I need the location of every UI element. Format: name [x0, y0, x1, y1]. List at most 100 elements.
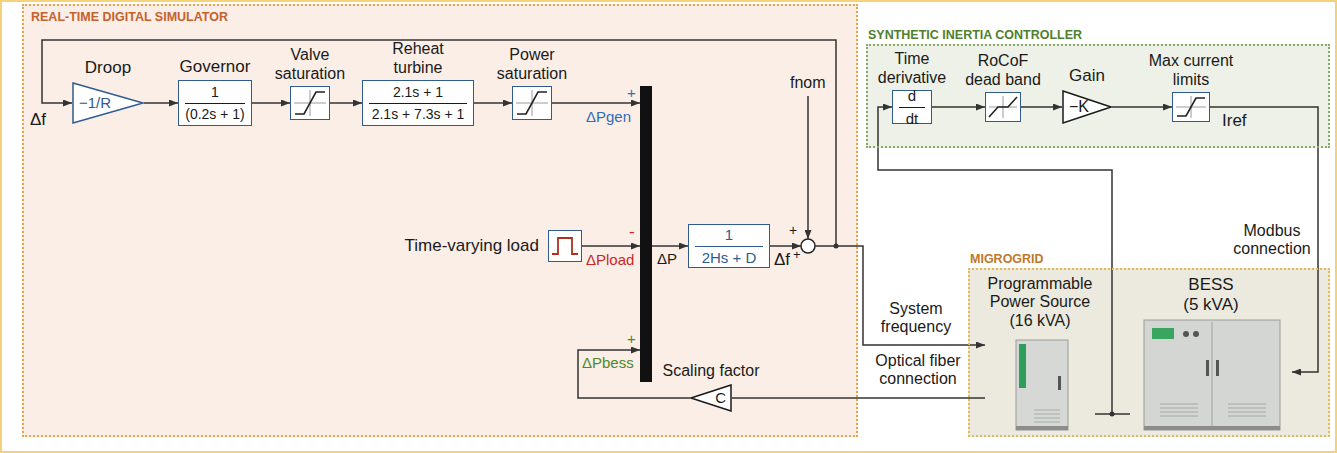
panel-title: REAL-TIME DIGITAL SIMULATOR — [31, 10, 228, 24]
microgrid-panel: MIGROGRIDProgrammable Power Source (16 k… — [968, 268, 1330, 437]
connection-label: Modbus connection — [1232, 222, 1312, 259]
cabinet-handle — [1216, 360, 1219, 376]
signal-label: System frequency — [872, 300, 960, 337]
deadband-block: RoCoF dead band — [985, 92, 1021, 122]
signal-label: Iref — [1222, 111, 1247, 131]
connector — [732, 397, 985, 399]
fraction-bar — [695, 246, 763, 247]
connector — [1021, 106, 1062, 108]
panel-ground — [22, 4, 858, 437]
delta-f-wire — [770, 245, 801, 247]
transfer-block: Reheat turbine2.1s + 12.1s + 7.3s + 1 — [362, 80, 474, 126]
cabinet-handle — [1206, 360, 1209, 376]
fnom-wire — [807, 96, 809, 239]
triangle-shape — [1063, 91, 1111, 123]
block-heading: Time-varying load — [405, 236, 539, 256]
fraction-numerator: 1 — [725, 226, 733, 243]
fraction-numerator: 2.1s + 1 — [393, 84, 443, 100]
summation-bar — [640, 86, 652, 382]
cabinet-handle — [1058, 376, 1061, 390]
gain-triangle: Droop−1/R — [72, 82, 144, 124]
signal-label: Δf — [774, 250, 790, 270]
triangle-shape — [73, 83, 143, 123]
block-heading: Valve saturation — [268, 46, 352, 83]
signal-label: ΔPgen — [586, 108, 631, 125]
signal-label: ΔP — [657, 250, 677, 267]
connector — [474, 102, 512, 104]
cabinet-base — [1144, 426, 1280, 430]
saturation-symbol — [517, 92, 547, 114]
equipment-card: Programmable Power Source (16 kVA) — [985, 272, 1095, 432]
derivative-block: Time derivativeddt — [892, 90, 932, 124]
equipment-label: Programmable Power Source (16 kVA) — [986, 275, 1094, 330]
block-ground — [548, 230, 582, 262]
signal-wires — [42, 40, 1112, 414]
signal-label: + — [627, 330, 636, 347]
signal-label: + — [627, 84, 636, 101]
panel-title: MIGROGRID — [970, 252, 1044, 266]
step-load-symbol — [552, 238, 578, 254]
fraction-denominator: dt — [906, 110, 919, 127]
cabinet-gauge — [1193, 331, 1199, 337]
gain-value: −1/R — [79, 94, 111, 111]
fraction-numerator: d — [908, 87, 916, 104]
transfer-block: 12Hs + D — [688, 224, 770, 268]
connector — [1095, 413, 1130, 415]
fraction-denominator: 2.1s + 7.3s + 1 — [372, 106, 465, 122]
block-heading: Max current limits — [1144, 52, 1238, 89]
fraction-bar — [899, 107, 925, 108]
feedback-wire — [42, 40, 836, 246]
gen-wire — [552, 102, 640, 104]
load-block: Time-varying load — [548, 230, 582, 262]
saturation-symbol — [1177, 98, 1205, 116]
fraction-numerator: 1 — [211, 84, 219, 100]
deadband-symbol — [989, 97, 1017, 117]
cabinet-strip — [1019, 344, 1026, 388]
frequency-wire — [815, 246, 985, 345]
connector — [144, 102, 178, 104]
block-heading: Scaling factor — [663, 362, 760, 380]
triangle-shape — [691, 385, 731, 411]
gain-triangle: Scaling factorC — [690, 384, 732, 412]
transfer-block: Governor1(0.2s + 1) — [178, 80, 252, 126]
equipment-card: BESS (5 kVA) — [1130, 272, 1292, 432]
fraction: 12Hs + D — [689, 225, 769, 267]
saturation-symbol — [295, 92, 325, 114]
connector — [330, 102, 362, 104]
signal-label: ΔPbess — [582, 354, 634, 371]
gain-value: −K — [1069, 98, 1089, 116]
limit-block: Max current limits — [1172, 92, 1210, 122]
simulator-panel: REAL-TIME DIGITAL SIMULATORDroop−1/RGove… — [22, 4, 858, 437]
cabinet-body — [1144, 320, 1280, 430]
equipment-label: BESS (5 kVA) — [1180, 275, 1242, 314]
panel-ground — [866, 44, 1330, 148]
cabinet-base — [1016, 426, 1068, 430]
fraction-denominator: (0.2s + 1) — [185, 106, 245, 122]
block-heading: Power saturation — [490, 46, 574, 83]
cabinet-panel — [1152, 328, 1174, 339]
signal-label: + — [793, 248, 801, 263]
fraction-bar — [185, 103, 245, 104]
signal-label: - — [629, 222, 635, 242]
saturation-block: Valve saturation — [290, 86, 330, 120]
block-heading: Gain — [1069, 66, 1105, 86]
panel-ground — [968, 268, 1330, 437]
cabinet-door-split — [1212, 322, 1213, 428]
panel-title: SYNTHETIC INERTIA CONTROLLER — [868, 28, 1082, 42]
junction-dot — [834, 244, 839, 249]
block-heading: RoCoF dead band — [961, 52, 1045, 89]
gain-triangle: Gain−K — [1062, 90, 1112, 124]
fraction: 1 (0.2s + 1) — [179, 81, 251, 125]
block-heading: Time derivative — [872, 50, 952, 87]
controller-panel: SYNTHETIC INERTIA CONTROLLERTime derivat… — [866, 44, 1330, 148]
connection-label: Optical fiber connection — [872, 352, 964, 389]
block-heading: Droop — [85, 58, 131, 78]
fraction-bar — [369, 103, 467, 104]
fraction: 2.1s + 1 2.1s + 7.3s + 1 — [363, 81, 473, 125]
load-wire — [582, 245, 640, 247]
signal-label: ΔPload — [586, 251, 634, 268]
cabinet-body — [1016, 340, 1068, 430]
signal-label: Δf — [30, 110, 46, 130]
